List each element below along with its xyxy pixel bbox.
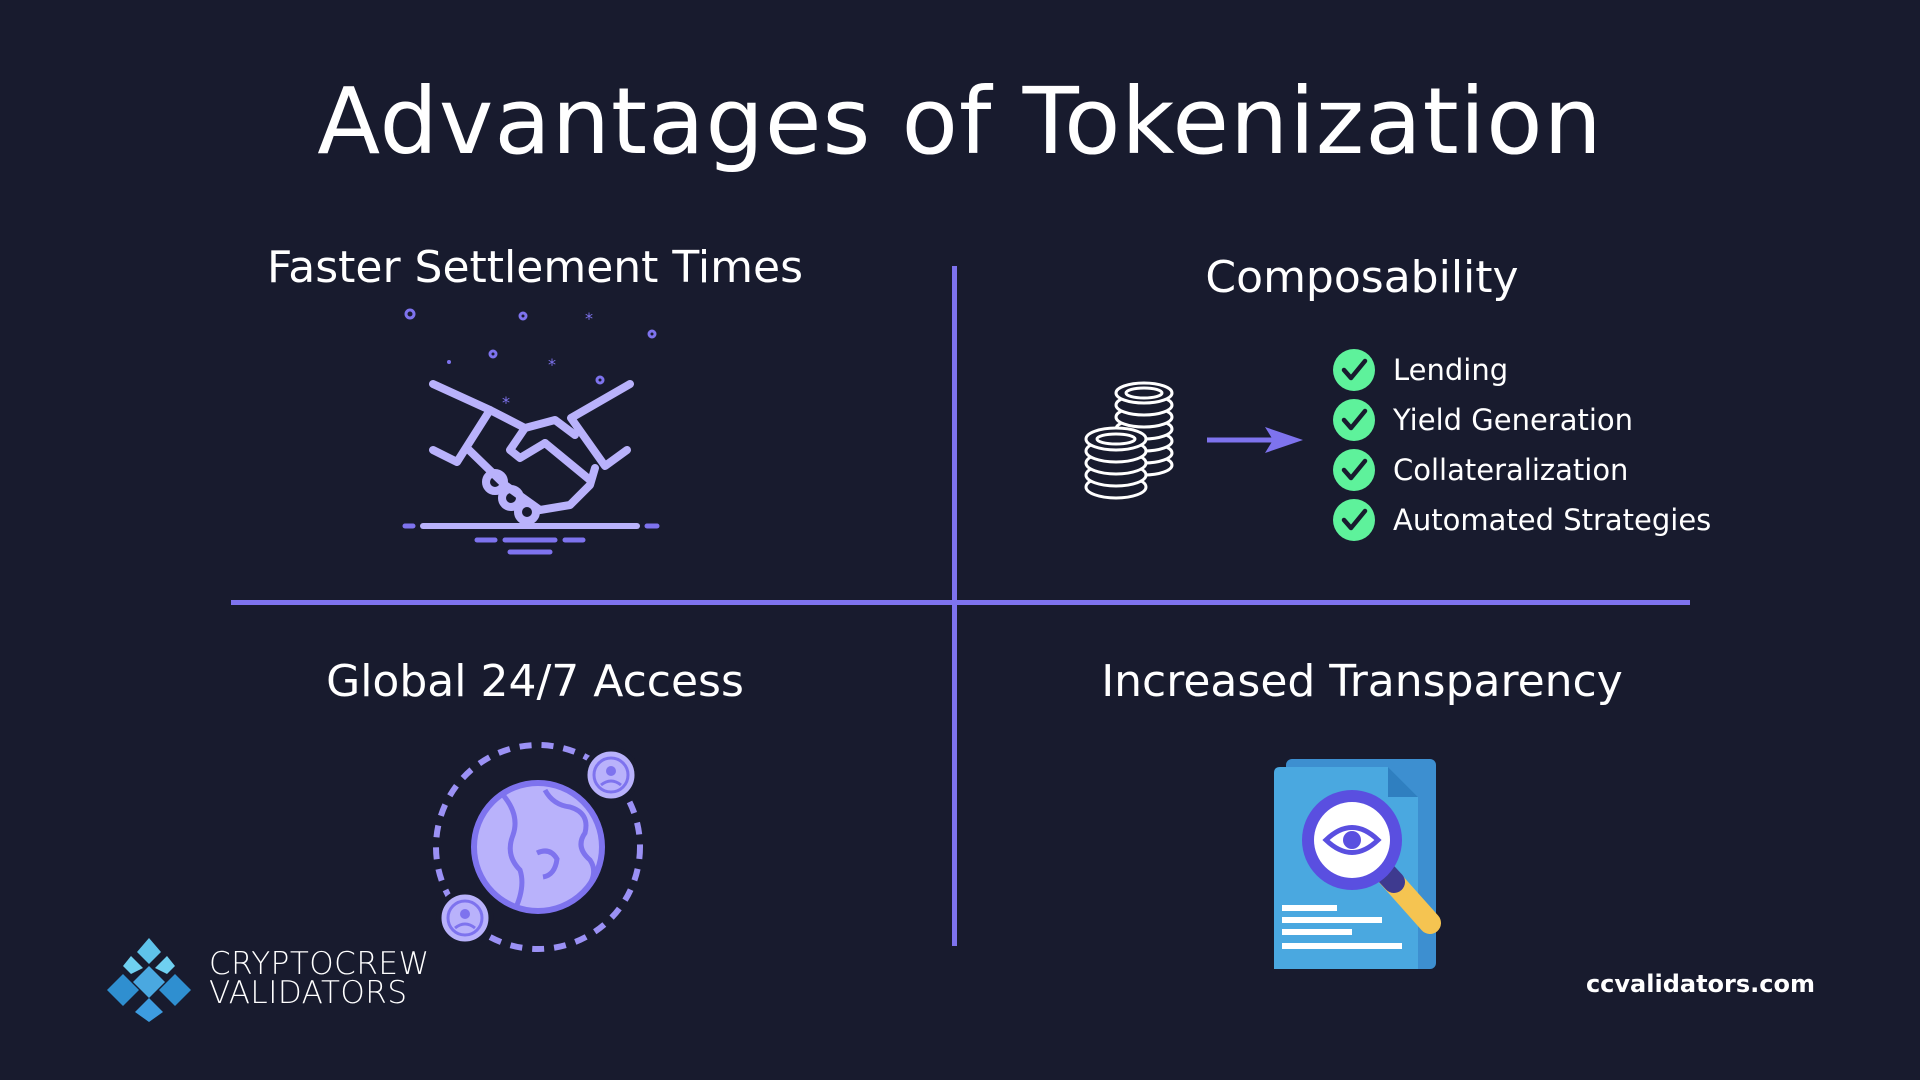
globe-users-icon <box>425 735 660 960</box>
global-access-title: Global 24/7 Access <box>326 656 744 707</box>
svg-text:*: * <box>548 355 556 374</box>
list-item: Lending <box>1333 345 1711 395</box>
composability-title: Composability <box>1205 252 1519 303</box>
check-icon <box>1333 449 1375 491</box>
list-item-label: Yield Generation <box>1393 403 1634 437</box>
arrow-right-icon <box>1205 425 1305 455</box>
website-link[interactable]: ccvalidators.com <box>1585 970 1815 998</box>
brand-line-2: VALIDATORS <box>209 975 408 1011</box>
list-item-label: Automated Strategies <box>1393 503 1712 537</box>
composability-list: Lending Yield Generation Collateralizati… <box>1333 345 1711 545</box>
list-item: Automated Strategies <box>1333 495 1711 545</box>
check-icon <box>1333 399 1375 441</box>
coins-stack-icon <box>1080 375 1180 505</box>
svg-text:*: * <box>585 309 593 328</box>
handshake-icon: * * * <box>395 300 670 560</box>
svg-text:*: * <box>502 393 510 412</box>
brand-line-1: CRYPTOCREW <box>209 946 430 982</box>
check-icon <box>1333 499 1375 541</box>
document-magnifier-icon <box>1268 755 1458 975</box>
brand-name: CRYPTOCREW VALIDATORS <box>209 946 430 1011</box>
list-item-label: Collateralization <box>1393 453 1629 487</box>
faster-settlement-title: Faster Settlement Times <box>266 242 803 293</box>
page-title: Advantages of Tokenization <box>317 68 1603 175</box>
check-icon <box>1333 349 1375 391</box>
list-item-label: Lending <box>1393 353 1509 387</box>
vertical-divider <box>952 266 957 946</box>
list-item: Yield Generation <box>1333 395 1711 445</box>
horizontal-divider <box>231 600 1690 605</box>
list-item: Collateralization <box>1333 445 1711 495</box>
brand-logo: CRYPTOCREW VALIDATORS <box>103 934 430 1024</box>
increased-transparency-title: Increased Transparency <box>1101 656 1623 707</box>
logo-icon <box>107 938 191 1022</box>
